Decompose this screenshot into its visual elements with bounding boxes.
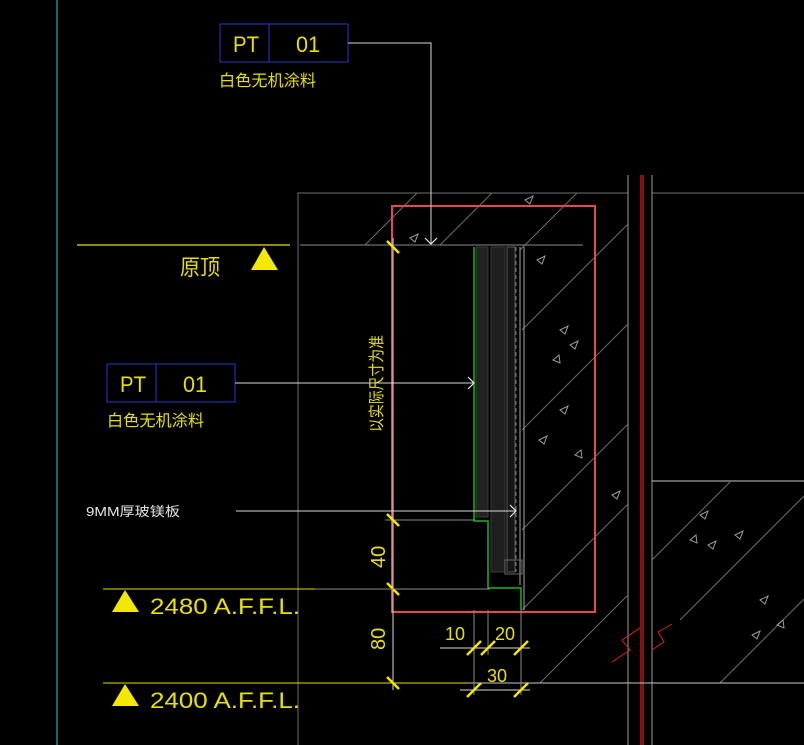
section-frame xyxy=(297,175,804,745)
level-triangle-2480 xyxy=(112,590,139,612)
dim-80: 80 xyxy=(368,628,390,650)
original-ceiling-label: 原顶 xyxy=(180,255,220,280)
tag-top-number: 01 xyxy=(296,32,320,57)
leader-board-arrow xyxy=(509,504,517,518)
level-triangle-ceiling xyxy=(251,247,278,270)
vertical-dimension: 40 80 xyxy=(368,238,474,690)
tag-middle-number: 01 xyxy=(183,372,207,397)
leader-top xyxy=(348,42,432,244)
lower-slab-lines xyxy=(524,480,804,684)
leader-top-arrow xyxy=(424,237,438,245)
break-symbol xyxy=(611,623,673,663)
red-column-lines xyxy=(640,175,644,745)
dim-40: 40 xyxy=(368,546,390,568)
tag-top-note: 白色无机涂料 xyxy=(219,72,316,90)
vertical-note: 以实际尺寸为准 xyxy=(368,335,386,432)
tag-middle-note: 白色无机涂料 xyxy=(107,412,204,430)
board-note: 9MM厚玻镁板 xyxy=(86,504,180,519)
level-2400: 2400 A.F.F.L. xyxy=(103,682,524,713)
tag-top-code: PT xyxy=(233,32,259,57)
highlight-box xyxy=(391,205,596,613)
level-2480-label: 2480 A.F.F.L. xyxy=(150,594,300,619)
dim-30: 30 xyxy=(487,666,507,686)
tag-middle-code: PT xyxy=(120,372,146,397)
concrete-hatch xyxy=(364,192,804,684)
horizontal-dimensions: 10 20 30 xyxy=(440,610,530,698)
level-triangle-2400 xyxy=(112,684,139,706)
dim-20: 20 xyxy=(495,624,515,644)
tag-middle: PT 01 白色无机涂料 xyxy=(106,363,236,430)
wall-cladding xyxy=(475,246,525,610)
level-2480: 2480 A.F.F.L. xyxy=(103,588,490,619)
level-2400-label: 2400 A.F.F.L. xyxy=(150,688,300,713)
leader-middle-arrow xyxy=(467,376,475,390)
tag-top: PT 01 白色无机涂料 xyxy=(219,23,349,90)
concrete-triangles xyxy=(409,194,785,640)
green-finish-line xyxy=(473,247,522,610)
dim-10: 10 xyxy=(445,624,465,644)
